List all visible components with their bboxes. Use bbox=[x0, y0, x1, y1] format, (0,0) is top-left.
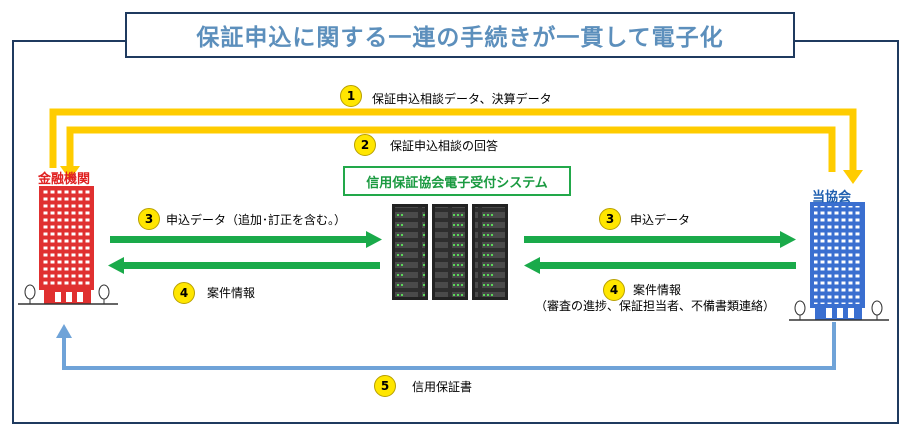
step4-left-label: 案件情報 bbox=[207, 286, 256, 300]
arrow-step1 bbox=[49, 108, 863, 184]
step3-left-number-badge: 3 bbox=[138, 208, 160, 230]
system-box: 信用保証協会電子受付システム bbox=[343, 166, 571, 196]
step3-left-label: 申込データ（追加･訂正を含む。） bbox=[166, 213, 347, 227]
step5-label: 信用保証書 bbox=[412, 380, 473, 394]
arrow-step4-left bbox=[108, 257, 380, 274]
step4-right-sublabel: （審査の進捗、保証担当者、不備書類連絡） bbox=[535, 299, 776, 313]
left-building-icon bbox=[18, 186, 118, 305]
step2-number-badge: 2 bbox=[354, 134, 376, 156]
step3-right-number-badge: 3 bbox=[599, 208, 621, 230]
arrow-step3-left bbox=[110, 231, 382, 248]
step4-left-number-badge: 4 bbox=[173, 282, 195, 304]
step4-right-label: 案件情報 bbox=[633, 283, 682, 297]
title-box: 保証申込に関する一連の手続きが一貫して電子化 bbox=[125, 12, 795, 58]
arrow-step5 bbox=[56, 322, 836, 370]
right-building-icon bbox=[789, 202, 889, 321]
step5-number-badge: 5 bbox=[374, 375, 396, 397]
arrow-step2 bbox=[60, 126, 836, 180]
step4-right-number-badge: 4 bbox=[603, 279, 625, 301]
step1-label: 保証申込相談データ、決算データ bbox=[372, 92, 552, 106]
arrow-step4-right bbox=[524, 257, 796, 274]
step2-label: 保証申込相談の回答 bbox=[390, 139, 499, 153]
server-icon bbox=[392, 204, 508, 300]
association-label: 当協会 bbox=[812, 190, 852, 205]
system-label: 信用保証協会電子受付システム bbox=[366, 175, 548, 191]
step1-number-badge: 1 bbox=[340, 85, 362, 107]
page-title: 保証申込に関する一連の手続きが一貫して電子化 bbox=[196, 25, 724, 51]
financial-institution-label: 金融機関 bbox=[38, 172, 91, 187]
step3-right-label: 申込データ bbox=[630, 213, 691, 227]
arrow-step3-right bbox=[524, 231, 796, 248]
